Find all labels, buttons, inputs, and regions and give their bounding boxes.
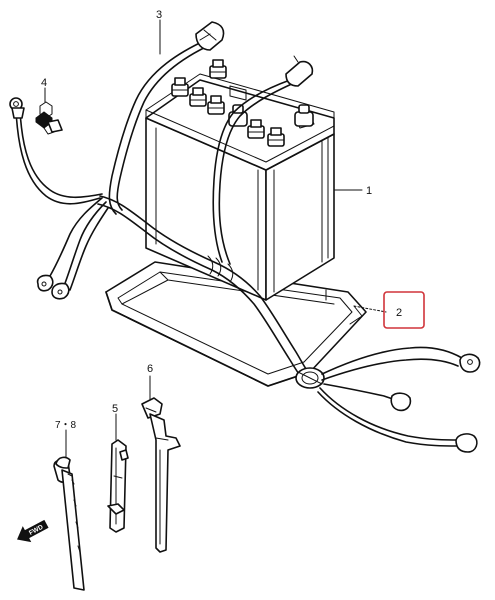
leader-lines <box>44 19 387 459</box>
right-terminal-upper <box>459 353 481 373</box>
callout-4: 4 <box>41 77 47 89</box>
right-terminal-middle <box>390 392 412 412</box>
callout-1: 1 <box>366 185 372 197</box>
callout-2: 2 <box>396 307 402 319</box>
terminal-bolt[interactable] <box>35 101 63 135</box>
right-terminal-lower <box>455 433 478 453</box>
battery-cell-caps <box>171 59 314 147</box>
callout-5: 5 <box>112 403 118 415</box>
callout-3: 3 <box>156 9 162 21</box>
holder-bracket[interactable] <box>141 397 181 553</box>
bracket-rod[interactable] <box>107 439 129 533</box>
lug-terminal-left-1 <box>36 274 54 292</box>
rod-and-clamp[interactable] <box>53 456 85 591</box>
callout-7-8: 7・8 <box>55 420 77 431</box>
fwd-arrow-icon: FWD <box>17 519 49 543</box>
harness-left-branch[interactable] <box>15 55 314 385</box>
ring-terminal-top-left <box>9 97 25 119</box>
harness-grommet <box>295 367 325 389</box>
positive-cable[interactable] <box>108 21 225 215</box>
battery-tray[interactable] <box>105 261 367 387</box>
callout-2-highlight-box[interactable] <box>383 291 425 329</box>
lug-terminal-left-2 <box>51 282 70 300</box>
callout-6: 6 <box>147 363 153 375</box>
harness-right-branch[interactable] <box>317 346 463 447</box>
